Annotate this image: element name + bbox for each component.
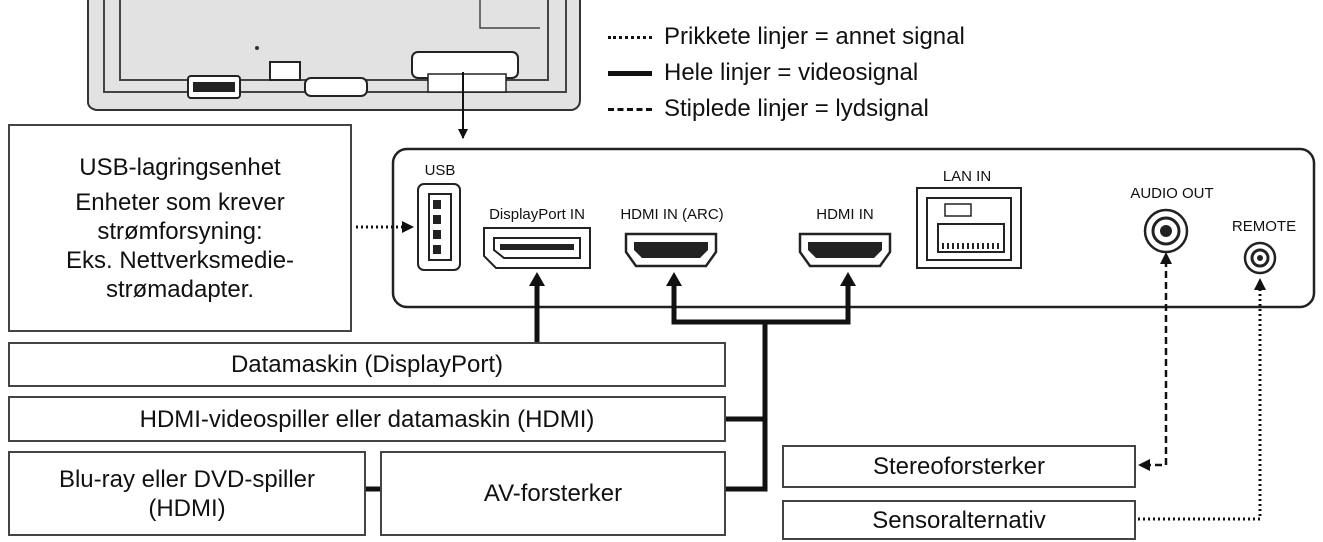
remote-arrowhead [1254,278,1266,290]
usb-storage-line: strømadapter. [105,275,255,303]
lan-label: LAN IN [943,168,991,185]
hdmi-label: HDMI IN [816,206,874,223]
av-amplifier-box: AV-forsterker [380,451,726,536]
hdmi-arc-label: HDMI IN (ARC) [620,206,723,223]
usb-storage-line: strømforsyning: [97,217,263,245]
usb-storage-line: Enheter som krever [75,188,285,216]
remote-label: REMOTE [1232,218,1296,235]
audio-out-label: AUDIO OUT [1130,185,1213,202]
displayport-port [483,227,591,269]
legend-dotted-label: Prikkete linjer = annet signal [664,23,965,50]
computer-displayport-box: Datamaskin (DisplayPort) [8,342,726,387]
legend-dashed-label: Stiplede linjer = lydsignal [664,95,929,122]
legend-dashed: Stiplede linjer = lydsignal [608,94,929,124]
usb-storage-box: USB-lagringsenhet Enheter som krever str… [8,124,352,332]
audio-connection [1150,260,1168,467]
sensor-option-box: Sensoralternativ [782,500,1136,540]
displayport-label: DisplayPort IN [489,206,585,223]
legend-solid: Hele linjer = videosignal [608,58,918,88]
usb-storage-line: Eks. Nettverksmedie- [65,246,295,274]
remote-jack [1243,241,1277,275]
usb-port [417,183,461,271]
video-connections [366,284,851,492]
hdmi-player-box: HDMI-videospiller eller datamaskin (HDMI… [8,396,726,442]
video-arrowheads [529,272,856,286]
hdmi-arc-port [624,232,718,268]
audio-out-jack [1143,208,1189,254]
legend-solid-label: Hele linjer = videosignal [664,59,919,86]
bluray-player-label: Blu-ray eller DVD-spiller [58,465,316,493]
usb-port-label: USB [425,162,456,179]
hdmi-player-label: HDMI-videospiller eller datamaskin (HDMI… [139,405,595,433]
stereo-amplifier-box: Stereoforsterker [782,445,1136,488]
stereo-amplifier-label: Stereoforsterker [872,453,1046,480]
bluray-player-box: Blu-ray eller DVD-spiller (HDMI) [8,451,366,536]
computer-displayport-label: Datamaskin (DisplayPort) [230,351,504,378]
audio-arrowhead-left [1138,459,1150,471]
bluray-player-sublabel: (HDMI) [148,494,226,522]
monitor-back-illustration [87,0,581,111]
legend-solid-swatch [608,70,652,76]
hdmi-port [798,232,892,268]
legend-dashed-swatch [608,107,652,111]
remote-connection [1138,286,1262,521]
lan-port [916,187,1022,269]
usb-storage-title: USB-lagringsenhet [79,153,281,181]
sensor-option-label: Sensoralternativ [872,506,1046,534]
audio-arrowhead-top [1160,252,1172,264]
av-amplifier-label: AV-forsterker [483,480,623,507]
usb-arrowhead [402,221,414,233]
legend-dotted-swatch [608,35,652,39]
legend-dotted: Prikkete linjer = annet signal [608,22,965,52]
